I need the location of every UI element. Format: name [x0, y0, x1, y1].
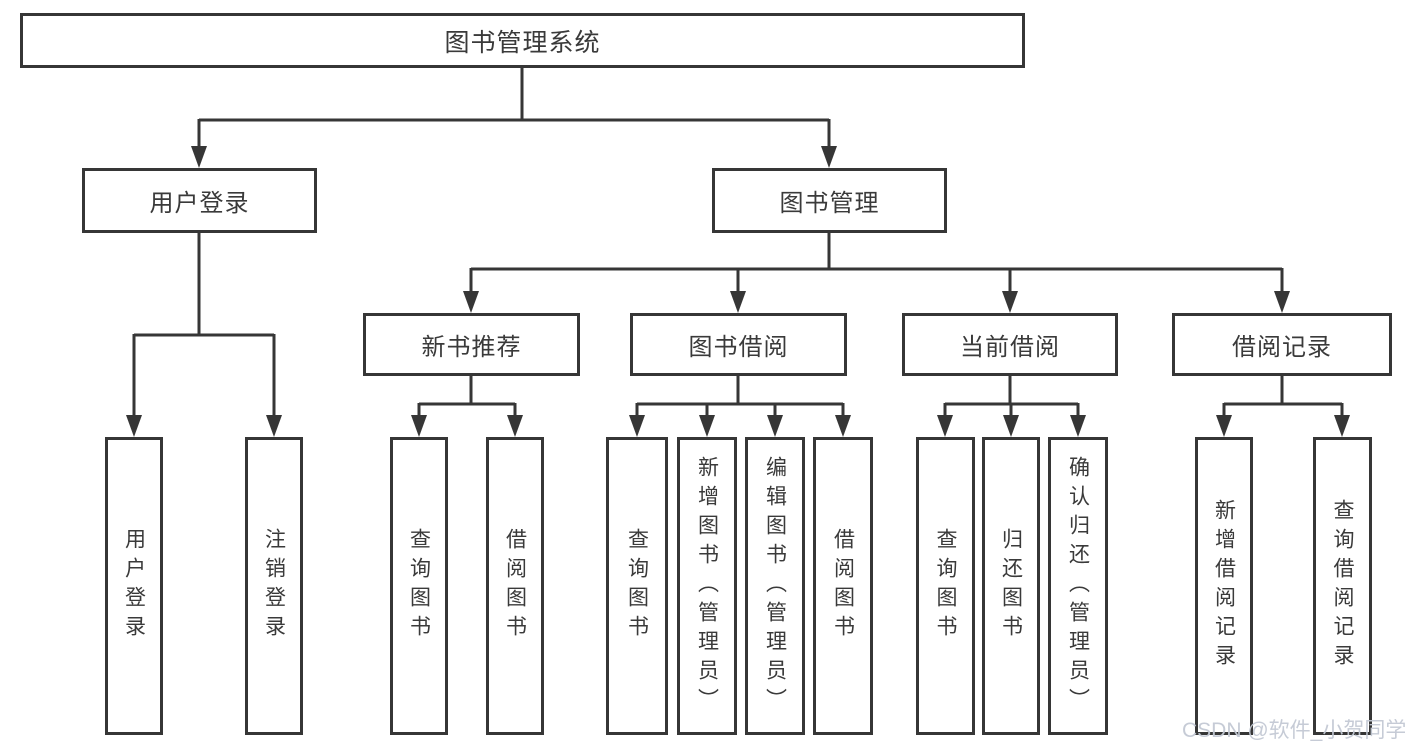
- leaf-return-books-label: 归还图书: [999, 528, 1023, 644]
- leaf-query-books-current-label: 查询图书: [934, 528, 957, 644]
- arrow-leaf-1: [126, 415, 142, 437]
- arrowheads: [126, 146, 1350, 437]
- arrow-leaf-2: [266, 415, 282, 437]
- node-new-book-recommend: 新书推荐: [363, 313, 580, 376]
- arrow-leaf-5: [629, 415, 645, 437]
- arrow-leaf-12: [1216, 415, 1232, 437]
- leaf-query-books-borrow: 查询图书: [606, 437, 668, 735]
- leaf-query-books-borrow-label: 查询图书: [625, 528, 649, 644]
- node-book-management: 图书管理: [712, 168, 947, 233]
- arrow-newrec: [463, 291, 479, 313]
- arrow-leaf-10: [1003, 415, 1019, 437]
- leaf-logout: 注销登录: [245, 437, 303, 735]
- leaf-logout-label: 注销登录: [262, 528, 286, 644]
- arrow-leaf-13: [1334, 415, 1350, 437]
- leaf-borrow-books-recommend: 借阅图书: [486, 437, 544, 735]
- arrow-leaf-8: [835, 415, 851, 437]
- node-user-login: 用户登录: [82, 168, 317, 233]
- arrow-leaf-3: [411, 415, 427, 437]
- leaf-edit-books-admin: 编辑图书（管理员）: [745, 437, 805, 735]
- leaf-confirm-return-admin-label: 确认归还（管理员）: [1066, 455, 1090, 717]
- leaf-query-books-recommend-label: 查询图书: [407, 528, 431, 644]
- leaf-add-borrow-record: 新增借阅记录: [1195, 437, 1253, 735]
- arrow-records: [1274, 291, 1290, 313]
- leaf-borrow-books-recommend-label: 借阅图书: [503, 528, 527, 644]
- leaf-confirm-return-admin: 确认归还（管理员）: [1048, 437, 1108, 735]
- leaf-add-books-admin-label: 新增图书（管理员）: [695, 455, 719, 717]
- leaf-query-books-current: 查询图书: [916, 437, 975, 735]
- arrow-leaf-4: [507, 415, 523, 437]
- arrow-book-mgmt: [821, 146, 837, 168]
- leaf-add-books-admin: 新增图书（管理员）: [677, 437, 737, 735]
- arrow-leaf-6: [699, 415, 715, 437]
- node-current-borrowing: 当前借阅: [902, 313, 1118, 376]
- leaf-user-login-label: 用户登录: [122, 528, 146, 644]
- csdn-watermark: CSDN @软件_小贺同学: [1182, 719, 1405, 742]
- leaf-add-borrow-record-label: 新增借阅记录: [1212, 499, 1236, 673]
- leaf-return-books: 归还图书: [982, 437, 1040, 735]
- node-book-borrowing: 图书借阅: [630, 313, 847, 376]
- arrow-leaf-9: [937, 415, 953, 437]
- leaf-query-borrow-record: 查询借阅记录: [1313, 437, 1372, 735]
- leaf-query-books-recommend: 查询图书: [390, 437, 448, 735]
- leaf-borrow-books-label: 借阅图书: [831, 528, 855, 644]
- leaf-borrow-books: 借阅图书: [813, 437, 873, 735]
- leaf-query-borrow-record-label: 查询借阅记录: [1331, 499, 1354, 673]
- arrow-current: [1002, 291, 1018, 313]
- arrow-leaf-7: [767, 415, 783, 437]
- arrow-borrow: [730, 291, 746, 313]
- arrow-leaf-11: [1070, 415, 1086, 437]
- arrow-user-login: [191, 146, 207, 168]
- leaf-edit-books-admin-label: 编辑图书（管理员）: [763, 455, 787, 717]
- leaf-user-login: 用户登录: [105, 437, 163, 735]
- node-root: 图书管理系统: [20, 13, 1025, 68]
- node-borrow-records: 借阅记录: [1172, 313, 1392, 376]
